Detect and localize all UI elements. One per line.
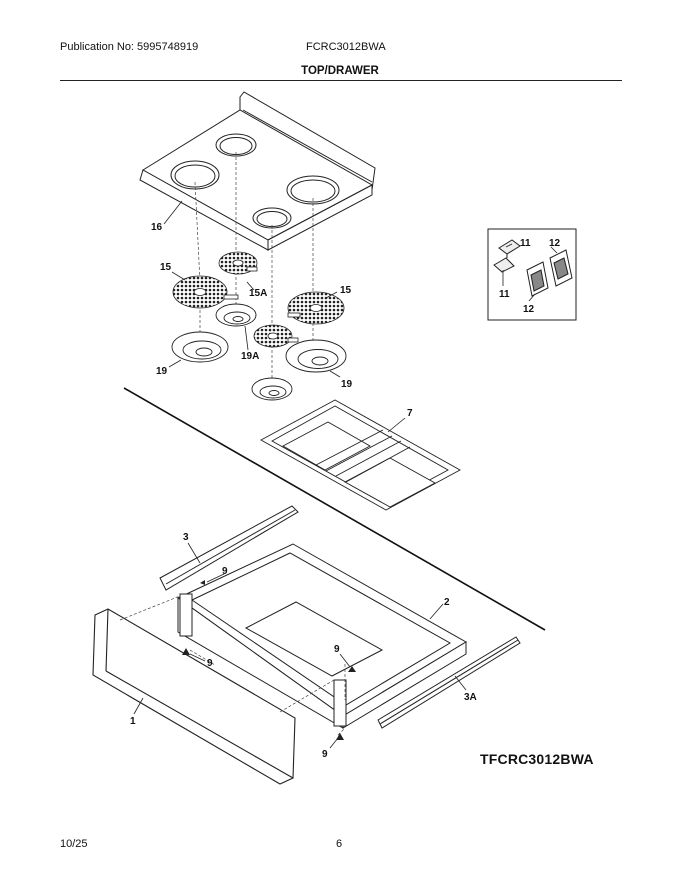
callout-12-bottom: 12 (523, 304, 535, 315)
callout-2: 2 (444, 597, 450, 608)
broiler-pan[interactable] (260, 399, 461, 511)
page-number: 6 (336, 838, 343, 850)
callout-12-top: 12 (549, 238, 561, 249)
callout-15-right: 15 (340, 285, 352, 296)
diagram-code: TFCRC3012BWA (480, 751, 594, 767)
callout-7: 7 (407, 408, 413, 419)
callout-15-left: 15 (160, 262, 172, 273)
callout-1: 1 (130, 716, 136, 727)
screws[interactable] (182, 580, 356, 740)
footer-date: 10/25 (60, 838, 88, 850)
drip-bowls[interactable] (171, 303, 347, 401)
publication-number: Publication No: 5995748919 (60, 41, 199, 53)
model-number: FCRC3012BWA (306, 41, 386, 53)
callout-9-bottom: 9 (322, 749, 328, 760)
callout-11-bottom: 11 (499, 289, 510, 300)
surface-elements[interactable] (172, 251, 345, 348)
callout-11-top: 11 (520, 238, 531, 249)
callout-9-front: 9 (207, 658, 213, 669)
callout-19a: 19A (241, 351, 259, 362)
drawer-box[interactable] (177, 543, 467, 729)
callout-9-center: 9 (334, 644, 340, 655)
callout-3: 3 (183, 532, 189, 543)
section-title: TOP/DRAWER (301, 65, 379, 77)
drawer-front[interactable] (92, 608, 296, 785)
drawer-guides (119, 595, 346, 736)
callout-16: 16 (151, 222, 163, 233)
callout-3a: 3A (464, 692, 477, 703)
diagram-divider (123, 387, 546, 631)
leader-lines (133, 200, 558, 749)
header-rule (60, 80, 622, 81)
cooktop-part[interactable] (139, 91, 376, 251)
callout-15a: 15A (249, 288, 267, 299)
callout-19-left: 19 (156, 366, 168, 377)
drawer-slides[interactable] (159, 505, 521, 729)
callout-9-top: 9 (222, 566, 228, 577)
callout-19-right: 19 (341, 379, 353, 390)
